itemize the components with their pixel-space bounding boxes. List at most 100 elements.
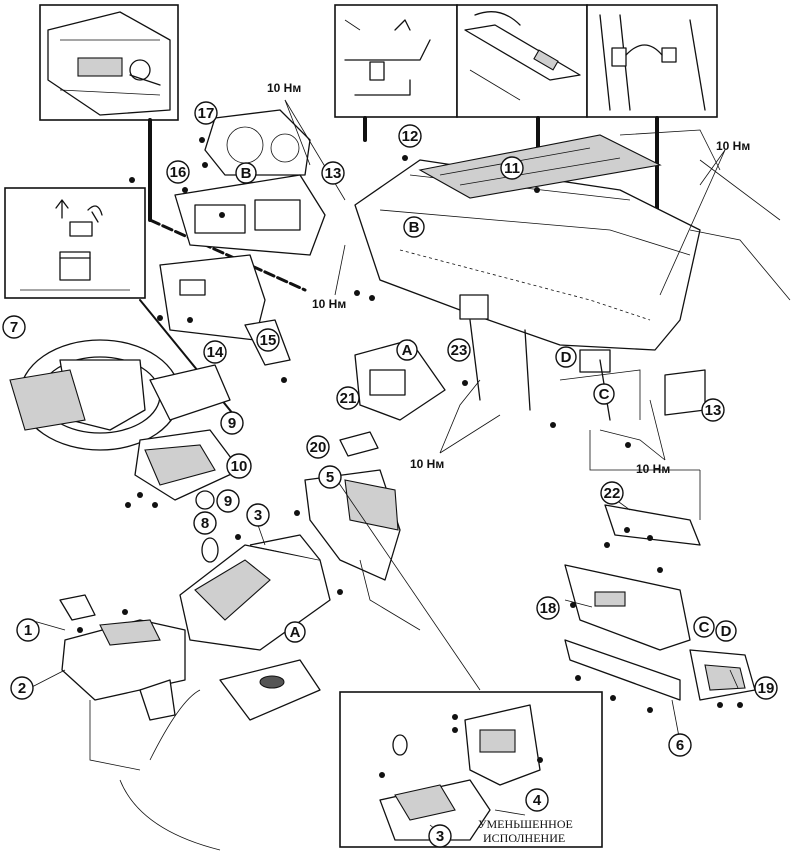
label-13b: 13 xyxy=(701,398,725,422)
label-21: 21 xyxy=(336,386,360,410)
svg-text:13: 13 xyxy=(705,402,722,419)
label-3b: 3 xyxy=(428,824,452,848)
label-1: 1 xyxy=(16,618,40,642)
label-7: 7 xyxy=(2,315,26,339)
instrument-hood xyxy=(204,109,311,176)
caption-line-2: ИСПОЛНЕНИЕ xyxy=(483,831,565,845)
label-3: 3 xyxy=(246,503,270,527)
marker-B-2: B xyxy=(403,216,425,238)
label-16: 16 xyxy=(166,160,190,184)
label-12: 12 xyxy=(398,124,422,148)
marker-C-1: C xyxy=(593,383,615,405)
torque-labels: 10 Нм 10 Нм 10 Нм 10 Нм 10 Нм xyxy=(267,81,750,476)
svg-text:4: 4 xyxy=(533,792,542,809)
detail-inset-left xyxy=(4,187,146,299)
svg-text:22: 22 xyxy=(604,485,621,502)
svg-text:11: 11 xyxy=(504,160,520,177)
marker-C-2: C xyxy=(693,616,715,638)
glovebox-lower xyxy=(564,639,756,701)
side-panel-13 xyxy=(664,369,706,416)
svg-text:1: 1 xyxy=(24,622,32,639)
detail-inset-3 xyxy=(456,4,588,118)
svg-text:D: D xyxy=(721,623,732,640)
label-5: 5 xyxy=(318,465,342,489)
torque-label-right-top: 10 Нм xyxy=(716,139,750,153)
label-2: 2 xyxy=(10,676,34,700)
armrest xyxy=(59,594,186,701)
bolts xyxy=(77,137,743,778)
reduced-version-caption: УМЕНЬШЕННОЕ ИСПОЛНЕНИЕ xyxy=(478,817,573,845)
label-22: 22 xyxy=(600,481,624,505)
marker-A-2: A xyxy=(284,621,306,643)
svg-text:C: C xyxy=(699,619,710,636)
svg-text:7: 7 xyxy=(10,319,18,336)
label-18: 18 xyxy=(536,596,560,620)
svg-text:9: 9 xyxy=(228,415,236,432)
label-15: 15 xyxy=(256,328,280,352)
marker-D-1: D xyxy=(555,346,577,368)
center-console xyxy=(179,534,331,651)
label-20: 20 xyxy=(306,435,330,459)
svg-text:15: 15 xyxy=(260,332,277,349)
detail-inset-4 xyxy=(586,4,718,118)
svg-text:18: 18 xyxy=(540,600,557,617)
letter-markers: A A B B C C D D xyxy=(235,162,737,643)
caption-line-1: УМЕНЬШЕННОЕ xyxy=(478,817,573,831)
svg-text:B: B xyxy=(409,219,420,236)
svg-text:12: 12 xyxy=(402,128,419,145)
reduced-version-inset xyxy=(339,691,603,848)
label-19: 19 xyxy=(754,676,778,700)
steering-wheel xyxy=(9,339,181,451)
part-number-labels: 1 2 3 3 4 5 6 7 8 9 9 10 11 12 13 13 14 … xyxy=(2,101,778,848)
svg-text:A: A xyxy=(402,342,413,359)
glovebox-trim xyxy=(604,504,701,546)
torque-label-top: 10 Нм xyxy=(267,81,301,95)
label-14: 14 xyxy=(203,340,227,364)
label-9b: 9 xyxy=(216,489,240,513)
svg-text:20: 20 xyxy=(310,439,327,456)
center-bezel-21 xyxy=(354,339,446,421)
svg-text:2: 2 xyxy=(18,680,26,697)
torque-label-center: 10 Нм xyxy=(410,457,444,471)
svg-text:19: 19 xyxy=(758,680,775,697)
detail-inset-1 xyxy=(39,4,179,121)
svg-text:23: 23 xyxy=(451,342,468,359)
svg-text:9: 9 xyxy=(224,493,232,510)
steering-column xyxy=(134,364,241,510)
svg-text:17: 17 xyxy=(198,105,215,122)
svg-text:A: A xyxy=(290,624,301,641)
svg-text:5: 5 xyxy=(326,469,334,486)
svg-text:16: 16 xyxy=(170,164,187,181)
switch-20 xyxy=(339,431,379,457)
label-6: 6 xyxy=(668,733,692,757)
torque-label-right-low: 10 Нм xyxy=(636,462,670,476)
marker-A-1: A xyxy=(396,339,418,361)
label-23: 23 xyxy=(447,338,471,362)
glovebox xyxy=(564,564,691,651)
label-17: 17 xyxy=(194,101,218,125)
svg-text:B: B xyxy=(241,165,252,182)
svg-text:13: 13 xyxy=(325,165,342,182)
marker-D-2: D xyxy=(715,620,737,642)
label-4: 4 xyxy=(525,788,549,812)
svg-text:21: 21 xyxy=(340,390,357,407)
svg-text:8: 8 xyxy=(201,515,209,532)
label-11: 11 xyxy=(500,156,524,180)
cluster-bezel xyxy=(174,174,326,256)
svg-text:14: 14 xyxy=(207,344,224,361)
console-rear xyxy=(304,469,401,581)
svg-text:6: 6 xyxy=(676,737,684,754)
floor-plate xyxy=(119,659,321,851)
torque-label-mid: 10 Нм xyxy=(312,297,346,311)
svg-text:3: 3 xyxy=(436,828,444,845)
svg-text:3: 3 xyxy=(254,507,262,524)
svg-text:10: 10 xyxy=(231,458,248,475)
label-8: 8 xyxy=(193,511,217,535)
label-9: 9 xyxy=(220,411,244,435)
svg-text:D: D xyxy=(561,349,572,366)
label-13: 13 xyxy=(321,161,345,185)
marker-B-1: B xyxy=(235,162,257,184)
detail-inset-2 xyxy=(334,4,458,118)
label-10: 10 xyxy=(226,453,252,479)
